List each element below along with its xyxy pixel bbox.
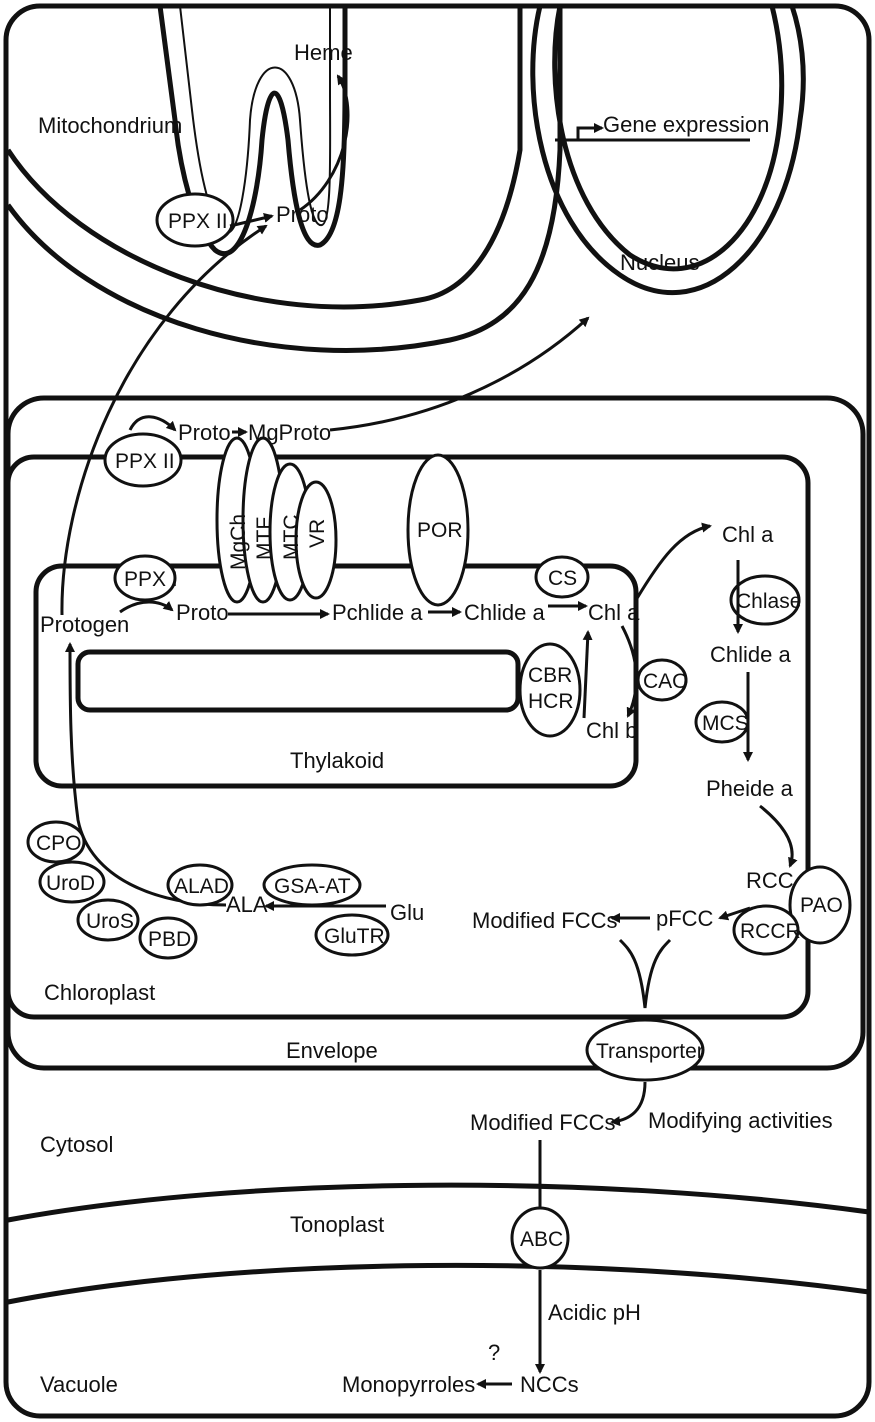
vr-label: VR: [306, 519, 329, 548]
ala-label: ALA: [226, 892, 268, 917]
urod-label: UroD: [46, 872, 95, 895]
tonoplast-label: Tonoplast: [290, 1212, 384, 1237]
protogen-to-proto-arrow: [120, 602, 172, 612]
mgproto-to-nucleus-arrow: [330, 318, 588, 430]
modified-fccs-cyt-label: Modified FCCs: [470, 1110, 615, 1135]
vacuole-label: Vacuole: [40, 1372, 118, 1397]
cpo-label: CPO: [36, 832, 82, 855]
proto-thyl-label: Proto: [176, 600, 229, 625]
thylakoid-lumen: [78, 652, 518, 710]
pheide-to-rcc-arrow: [760, 806, 792, 866]
tonoplast-lower: [8, 1265, 869, 1302]
proto-env-label: Proto: [178, 420, 231, 445]
monopyrroles-label: Monopyrroles: [342, 1372, 475, 1397]
glutr-label: GluTR: [324, 925, 385, 948]
pbd-label: PBD: [148, 928, 191, 951]
mtf-label: MTF: [253, 517, 276, 560]
envelope-label: Envelope: [286, 1038, 378, 1063]
ppx2-env-label: PPX II: [115, 450, 175, 473]
ppx2-mito-label: PPX II: [168, 210, 228, 233]
tonoplast-upper: [8, 1185, 869, 1220]
cytosol-label: Cytosol: [40, 1132, 113, 1157]
transporter-label: Transporter: [596, 1040, 704, 1063]
modified-fccs-chl-label: Modified FCCs: [472, 908, 617, 933]
mitochondrium: [8, 6, 560, 350]
mtc-label: MTC: [280, 515, 303, 561]
transport-fork: [620, 940, 670, 1008]
protogen-label: Protogen: [40, 612, 129, 637]
pao-label: PAO: [800, 894, 843, 917]
mitochondrium-label: Mitochondrium: [38, 113, 182, 138]
transporter-to-cytosol-arrow: [612, 1082, 645, 1122]
chlase-label: Chlase: [736, 590, 801, 613]
chloroplast-label: Chloroplast: [44, 980, 155, 1005]
mgch-label: MgCh: [227, 514, 250, 570]
acidic-ph-label: Acidic pH: [548, 1300, 641, 1325]
alad-label: ALAD: [174, 875, 229, 898]
gene-expression-arrow: [578, 128, 602, 140]
gene-expression-label: Gene expression: [603, 112, 769, 137]
mg-branch-enzymes: MgCh MTF MTC VR: [217, 438, 336, 602]
chlide-a-right-label: Chlide a: [710, 642, 791, 667]
thylakoid-label: Thylakoid: [290, 748, 384, 773]
mcs-label: MCS: [702, 712, 749, 735]
pfcc-label: pFCC: [656, 906, 714, 931]
question-label: ?: [488, 1340, 500, 1365]
hcr-label: HCR: [528, 690, 574, 713]
abc-label: ABC: [520, 1228, 563, 1251]
chl-a-label: Chl a: [588, 600, 640, 625]
heme-label: Heme: [294, 40, 353, 65]
chlide-a-label: Chlide a: [464, 600, 545, 625]
chl-b-label: Chl b: [586, 718, 637, 743]
chl-to-stroma-arrow: [636, 526, 710, 600]
nucleus-label: Nucleus: [620, 250, 699, 275]
uros-label: UroS: [86, 910, 134, 933]
por-label: POR: [417, 519, 463, 542]
chl-a-out-label: Chl a: [722, 522, 774, 547]
pchlide-a-label: Pchlide a: [332, 600, 423, 625]
modifying-activities-label: Modifying activities: [648, 1108, 833, 1133]
glu-label: Glu: [390, 900, 424, 925]
ppx1-label: PPX I: [124, 568, 178, 591]
cbr-label: CBR: [528, 664, 572, 687]
pheide-a-label: Pheide a: [706, 776, 794, 801]
chlb-to-chla-arrow: [584, 632, 588, 718]
cs-label: CS: [548, 567, 577, 590]
cao-label: CAO: [643, 670, 689, 693]
rccr-label: RCCR: [740, 920, 801, 943]
rcc-label: RCC: [746, 868, 794, 893]
nccs-label: NCCs: [520, 1372, 579, 1397]
proto-mito-label: Proto: [276, 202, 329, 227]
ppx2-env-arrow: [130, 417, 175, 430]
gsa-at-label: GSA-AT: [274, 875, 351, 898]
